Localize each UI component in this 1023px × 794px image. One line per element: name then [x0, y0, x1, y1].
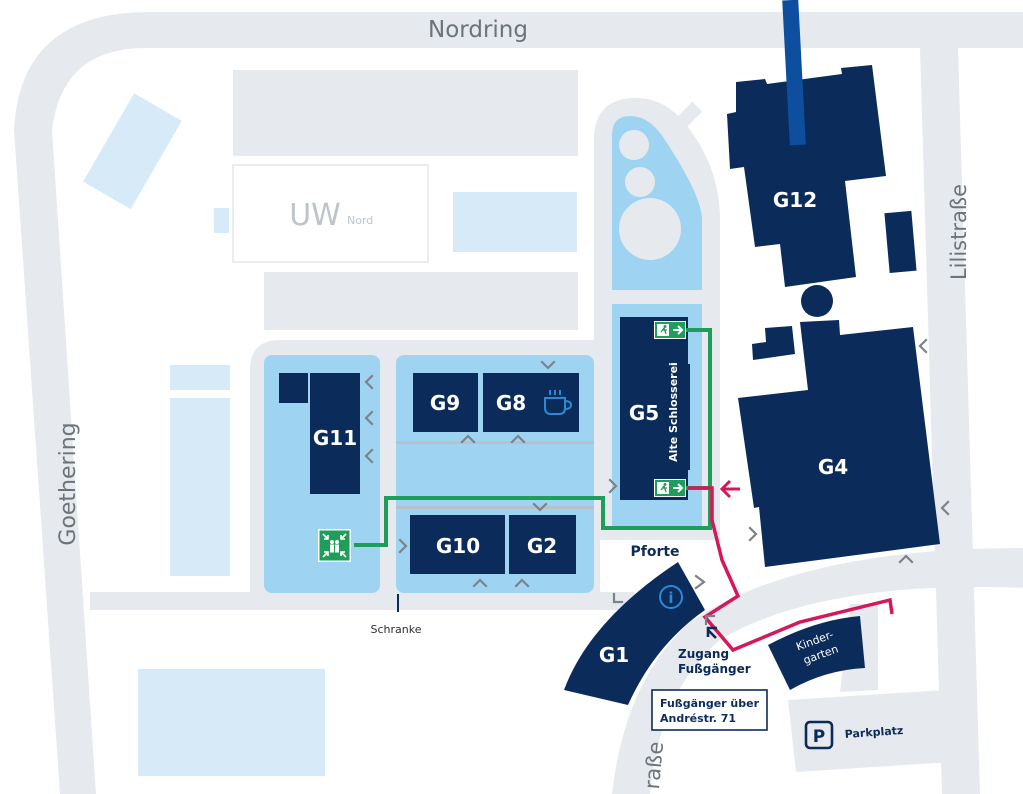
building-label-g8: G8: [496, 391, 526, 415]
light-building-east: [453, 192, 577, 252]
emergency-exit-icon: [654, 321, 686, 339]
label-pforte: Pforte: [630, 544, 679, 560]
chevron-icon: [918, 338, 928, 354]
building-g11: [310, 373, 360, 494]
building-label-g12: G12: [773, 188, 817, 212]
building-g4-annex: [752, 326, 795, 360]
label-zugang-2: Fußgänger: [678, 662, 751, 676]
uw-nord-sub: Nord: [347, 214, 373, 227]
pale-blocks: [232, 70, 578, 330]
label-schranke: Schranke: [371, 623, 422, 636]
pedestrian-note-line2: Andréstr. 71: [660, 712, 736, 725]
entrance-chevrons: [364, 338, 950, 626]
building-g5: [620, 317, 690, 500]
chevron-icon: [748, 526, 758, 542]
light-building-south: [138, 669, 325, 776]
pedestrian-route-line: [688, 486, 894, 653]
chevron-icon: [460, 434, 476, 444]
uw-nord-main: UW: [289, 198, 341, 233]
chevron-icon: [364, 374, 374, 390]
pale-block-2: [264, 272, 578, 330]
light-building-strip-1: [170, 365, 230, 390]
chevron-icon: [510, 434, 526, 444]
chevron-icon: [608, 478, 618, 494]
info-icon: i: [659, 585, 683, 609]
street-label-andrestrasse: raße: [640, 741, 668, 791]
pedestrian-route: [688, 486, 894, 653]
pale-block-1: [233, 70, 578, 156]
label-zugang-1: Zugang: [678, 647, 729, 661]
building-g9: [413, 373, 478, 432]
building-g11-small: [279, 373, 308, 403]
road-lilistrasse: [920, 48, 980, 794]
info-symbol: i: [668, 589, 673, 607]
building-g12-annex: [884, 210, 917, 274]
building-label-g9: G9: [430, 391, 460, 415]
emergency-exit-icon: [654, 479, 686, 497]
building-g12-round: [801, 285, 833, 317]
building-g4: [738, 320, 940, 567]
chevron-icon: [940, 500, 950, 516]
light-building-strip-2: [170, 398, 230, 576]
building-label-g5-subtitle: Alte Schlosserei: [667, 362, 680, 462]
building-g12: [727, 65, 886, 287]
light-building-small: [214, 208, 229, 233]
building-g8: [483, 373, 579, 432]
building-g1: [564, 562, 705, 705]
parking-icon: P: [804, 720, 834, 750]
building-g10: [410, 515, 505, 574]
road-lake-spur: [659, 101, 703, 145]
pedestrian-note-line1: Fußgänger über: [660, 697, 760, 710]
arrow-icon: [706, 626, 717, 639]
dark-buildings: [279, 65, 940, 705]
building-label-g5: G5: [629, 401, 659, 425]
uw-nord-block: [232, 164, 429, 263]
building-label-g1: G1: [599, 643, 629, 667]
building-label-g11: G11: [313, 426, 357, 450]
chevron-icon: [694, 574, 706, 590]
chevron-icon: [472, 578, 488, 588]
pond-1: [619, 130, 649, 160]
chevron-icon: [364, 448, 374, 464]
divider-lower: [396, 506, 594, 509]
chevron-icon: [898, 554, 914, 564]
divider-upper: [396, 441, 594, 444]
chevron-icon: [540, 360, 556, 370]
building-kindergarten: [768, 616, 865, 690]
chevron-icon: [398, 538, 408, 554]
chevron-icon: [704, 614, 716, 626]
building-label-g2: G2: [527, 534, 557, 558]
pipe-g12: [782, 0, 806, 146]
street-label-goethering: Goethering: [56, 422, 81, 545]
area-dividers: [396, 441, 594, 509]
parking-symbol: P: [813, 727, 825, 747]
street-label-lilistrasse: Lilistraße: [947, 184, 971, 280]
parkplatz-area: [788, 690, 952, 772]
pond-3: [619, 198, 681, 260]
assembly-point-icon: [318, 529, 351, 562]
building-label-g4: G4: [818, 455, 848, 479]
chevron-icon: [612, 592, 624, 604]
light-building-tilted: [83, 93, 182, 210]
pond-2: [625, 167, 655, 197]
coffee-cup-icon: [544, 390, 573, 415]
chevron-icon: [532, 502, 548, 512]
building-label-g10: G10: [436, 534, 480, 558]
building-g2: [509, 515, 576, 574]
chevron-icon: [364, 410, 374, 426]
label-parkplatz: Parkplatz: [844, 724, 903, 741]
arrow-icon: [719, 479, 740, 499]
escape-route-line: [354, 328, 712, 547]
street-label-nordring: Nordring: [428, 17, 528, 43]
pedestrian-note: Fußgänger über Andréstr. 71: [651, 689, 768, 731]
chevron-icon: [514, 578, 530, 588]
light-buildings: [83, 93, 577, 776]
